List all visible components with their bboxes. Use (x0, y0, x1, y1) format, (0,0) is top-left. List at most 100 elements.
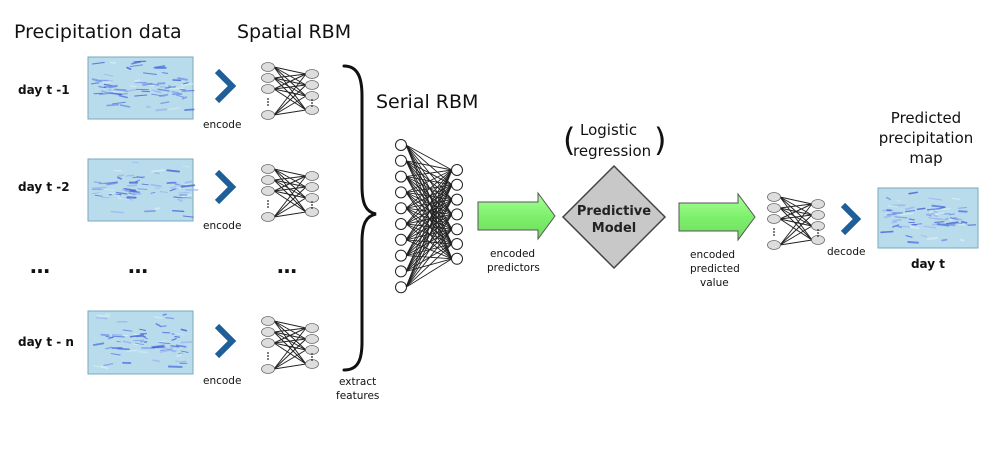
precip-speckle (184, 180, 193, 184)
precip-speckle (93, 181, 102, 184)
precip-speckle (100, 333, 110, 337)
serial-rbm-input-node (395, 233, 407, 246)
serial-rbm-hidden-node (451, 178, 463, 191)
rbm-visible-node (767, 214, 781, 224)
precip-speckle (150, 183, 162, 188)
precip-speckle (119, 104, 131, 108)
precip-speckle (926, 212, 935, 216)
precip-speckle (133, 339, 145, 342)
arrow1-label-line1: encoded (490, 248, 535, 260)
precip-speckle (180, 184, 196, 188)
precip-speckle (117, 347, 130, 351)
arrow1-label-line2: predictors (487, 262, 540, 274)
precip-speckle (106, 103, 120, 107)
precip-speckle (941, 238, 948, 242)
rbm-ellipsis-dot (267, 104, 269, 106)
precip-speckle (111, 90, 123, 93)
rbm-visible-node (261, 186, 275, 196)
rbm-ellipsis-dot (267, 101, 269, 103)
precip-speckle (162, 313, 167, 316)
rbm-ellipsis-dot (267, 206, 269, 208)
rbm-ellipsis-dot (311, 204, 313, 206)
precip-speckle (926, 237, 938, 240)
precip-speckle (139, 328, 147, 331)
decode-chevron-icon (840, 202, 862, 236)
precip-speckle (923, 225, 937, 229)
precip-speckle (174, 332, 185, 336)
precip-speckle (920, 234, 928, 238)
paren-right: ) (654, 121, 666, 159)
precip-speckle (155, 323, 161, 327)
precip-speckle (159, 93, 169, 98)
precip-speckle (161, 72, 169, 74)
model-label-line2: Model (592, 221, 636, 236)
precip-speckle (134, 79, 141, 82)
precip-speckle (95, 79, 109, 82)
precip-speckle (101, 365, 109, 370)
precip-speckle (908, 218, 915, 221)
serial-rbm-input-node (395, 170, 407, 183)
rbm-ellipsis-dot (773, 228, 775, 230)
precip-speckle (152, 346, 166, 349)
precip-speckle (135, 179, 141, 183)
precip-speckle (171, 338, 177, 341)
precip-speckle (95, 317, 108, 320)
decode-label: decode (827, 246, 865, 258)
precip-speckle (945, 221, 959, 225)
precip-speckle (93, 365, 103, 368)
rbm-ellipsis-dot (311, 356, 313, 358)
precip-speckle (108, 192, 115, 195)
precip-speckle (91, 82, 100, 85)
precip-speckle (908, 191, 918, 195)
precip-speckle (178, 360, 187, 364)
day-label-n: day t - n (18, 335, 74, 349)
precip-speckle (153, 65, 166, 69)
extract-label-line1: extract (339, 376, 376, 388)
precip-speckle (171, 91, 179, 94)
precip-speckle (933, 210, 939, 213)
rbm-ellipsis-dot (267, 98, 269, 100)
precip-speckle (150, 191, 156, 194)
rbm-ellipsis-dot (267, 358, 269, 360)
rbm-visible-node (261, 62, 275, 72)
rbm-hidden-node (305, 323, 319, 333)
precip-speckle (129, 64, 143, 68)
precip-speckle (157, 341, 171, 345)
precip-speckle (151, 89, 162, 93)
day-label-2: day t -2 (18, 180, 70, 194)
precip-speckle (958, 207, 968, 209)
precip-speckle (167, 107, 181, 110)
ellipsis-days: … (30, 254, 50, 278)
rbm-visible-node (261, 212, 275, 222)
rbm-hidden-node (811, 210, 825, 220)
rbm-ellipsis-dot (817, 229, 819, 231)
precip-speckle (935, 212, 945, 216)
rbm-visible-node (261, 110, 275, 120)
arrow2-label-line3: value (700, 277, 729, 289)
precip-speckle (142, 72, 157, 76)
rbm-ellipsis-dot (267, 352, 269, 354)
serial-rbm-input-node (395, 218, 407, 230)
precip-speckle (181, 193, 192, 198)
rbm-connections (273, 168, 307, 218)
precip-speckle (134, 94, 148, 97)
precip-speckle (129, 190, 140, 194)
encode-chevron-icon-2 (214, 169, 237, 205)
curly-brace (342, 64, 377, 372)
precip-map-n (87, 310, 194, 375)
rbm-hidden-node (305, 171, 319, 181)
serial-rbm-title: Serial RBM (376, 91, 478, 113)
serial-rbm-hidden-node (451, 193, 463, 206)
precip-speckle (899, 212, 914, 216)
precip-speckle (961, 220, 968, 224)
precip-speckle (951, 197, 961, 200)
precip-speckle (884, 214, 892, 219)
precip-speckle (933, 214, 939, 218)
precip-speckle (103, 73, 114, 77)
encode-label-1: encode (203, 119, 241, 131)
rbm-visible-node (767, 240, 781, 250)
rbm-visible-node (261, 175, 275, 185)
precip-speckle (100, 188, 115, 191)
precip-map-2 (87, 158, 199, 222)
precip-speckle (895, 224, 903, 229)
